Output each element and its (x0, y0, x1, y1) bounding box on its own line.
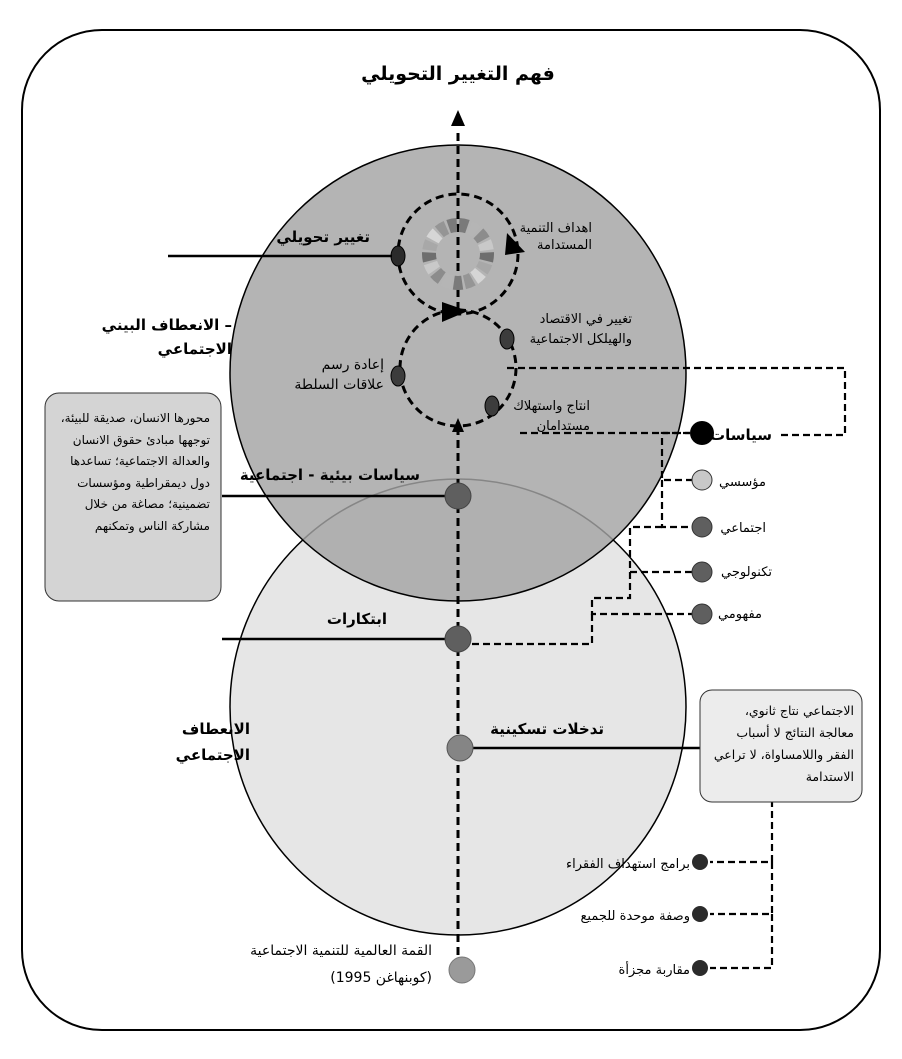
label-economy-change: تغيير في الاقتصاد والهيلكل الاجتماعية (530, 312, 633, 347)
label-policies-type: سياسات (710, 426, 772, 444)
node-power (390, 365, 406, 387)
label-transformational-change: تغيير تحويلي (276, 228, 370, 246)
label-institutional: مؤسسي (719, 475, 766, 490)
label-technological: تكنولوجي (721, 565, 772, 580)
sdg-wheel-segment (479, 252, 495, 263)
label-sdgs: اهداف التنمية المستدامة (520, 221, 592, 253)
node-poverty-targeting (692, 854, 708, 870)
label-origin-line1: القمة العالمية للتنمية الاجتماعية (250, 943, 432, 959)
svg-text:الانعطاف البيني –الاجتماعي: الانعطاف البيني – الاجتماعي (102, 316, 232, 358)
power-relations-line-1: إعادة رسم (322, 357, 384, 373)
sdgs-line-2: المستدامة (537, 238, 592, 253)
diagram-title: فهم التغيير التحويلي (361, 63, 555, 85)
axis-arrow-lower (452, 418, 464, 432)
label-power-relations: إعادة رسم علاقات السلطة (294, 357, 384, 393)
label-innovations: ابتكارات (327, 610, 387, 628)
axis-arrow-top (451, 110, 465, 126)
sdg-wheel-icon (421, 218, 495, 290)
sustainable-production-line-1: انتاج واستهلاك (513, 399, 590, 414)
sdg-wheel-segment (478, 239, 494, 252)
left-info-box (44, 392, 222, 602)
sdg-wheel-segment (426, 228, 443, 244)
label-social-zone: الانعطاف الاجتماعي (176, 720, 250, 764)
node-conceptual (691, 603, 713, 625)
node-technological (691, 561, 713, 583)
left-box-text: محورها الانسان، صديقة للبيئة، توجهها مبا… (60, 411, 210, 533)
node-social (691, 516, 713, 538)
loop-arrow-upper (505, 233, 525, 255)
node-innovations (444, 625, 472, 653)
sdg-wheel-segment (440, 273, 454, 290)
node-institutional (691, 469, 713, 491)
sdg-wheel-segment (446, 218, 458, 234)
label-fragmented: مقاربة مجزأة (619, 961, 690, 978)
sdg-wheel-segment (458, 218, 470, 234)
loop-arrow-middle (442, 302, 468, 322)
innovation-connectors (470, 366, 847, 646)
sustainable-production-line-2: مستدامان (537, 419, 590, 434)
label-origin-line2: (كوبنهاغن 1995) (330, 970, 432, 986)
sdgs-line-1: اهداف التنمية (520, 221, 592, 236)
sdg-wheel-segment (423, 260, 440, 275)
lower-loop (398, 308, 518, 428)
label-poverty-targeting: برامج استهداف الفقراء (566, 857, 690, 872)
node-transform (390, 245, 406, 267)
power-relations-line-2: علاقات السلطة (294, 377, 384, 393)
node-economy (499, 328, 515, 350)
sdg-wheel-segment (462, 273, 476, 290)
economy-change-line-1: تغيير في الاقتصاد (540, 312, 633, 327)
node-fragmented (692, 960, 708, 976)
node-policies (444, 482, 472, 510)
sdg-wheel-segment (430, 267, 446, 284)
sdg-wheel-segment (422, 239, 438, 252)
label-sustainable-production: انتاج واستهلاك مستدامان (513, 399, 590, 434)
sdg-wheel-segment (466, 220, 482, 238)
sdg-wheel-segment (434, 220, 450, 238)
label-eco-social-policies: سياسات بيئية - اجتماعية (240, 466, 420, 484)
right-box-text: الاجتماعي نتاج ثانوي، معالجة النتائج لا … (713, 703, 854, 784)
economy-change-line-2: والهيلكل الاجتماعية (530, 332, 632, 347)
right-info-box (699, 689, 863, 803)
sdg-wheel-segment (476, 260, 493, 275)
node-one-size (692, 906, 708, 922)
label-palliative-interventions: تدخلات تسكينية (490, 720, 604, 738)
label-one-size: وصفة موحدة للجميع (581, 909, 691, 924)
sdg-wheel-segment (473, 228, 490, 244)
node-production (484, 395, 500, 417)
sdg-wheel-segment (470, 267, 486, 284)
eco-social-zone-line-2: الاجتماعي (158, 340, 232, 358)
label-eco-social-zone: الانعطاف البيني – الاجتماعي (102, 316, 232, 358)
node-palliative (446, 734, 474, 762)
node-policies-type (690, 421, 714, 445)
social-zone-line-2: الاجتماعي (176, 746, 250, 764)
label-conceptual: مفهومي (718, 607, 762, 622)
sdg-wheel-segment (421, 252, 437, 263)
label-social: اجتماعي (720, 521, 766, 536)
social-zone-line-1: الانعطاف (182, 720, 250, 738)
node-origin (448, 956, 476, 984)
sdg-wheel-segment (452, 275, 464, 290)
approach-connectors (710, 800, 774, 970)
eco-social-zone-line-1: الانعطاف البيني – (102, 316, 232, 334)
